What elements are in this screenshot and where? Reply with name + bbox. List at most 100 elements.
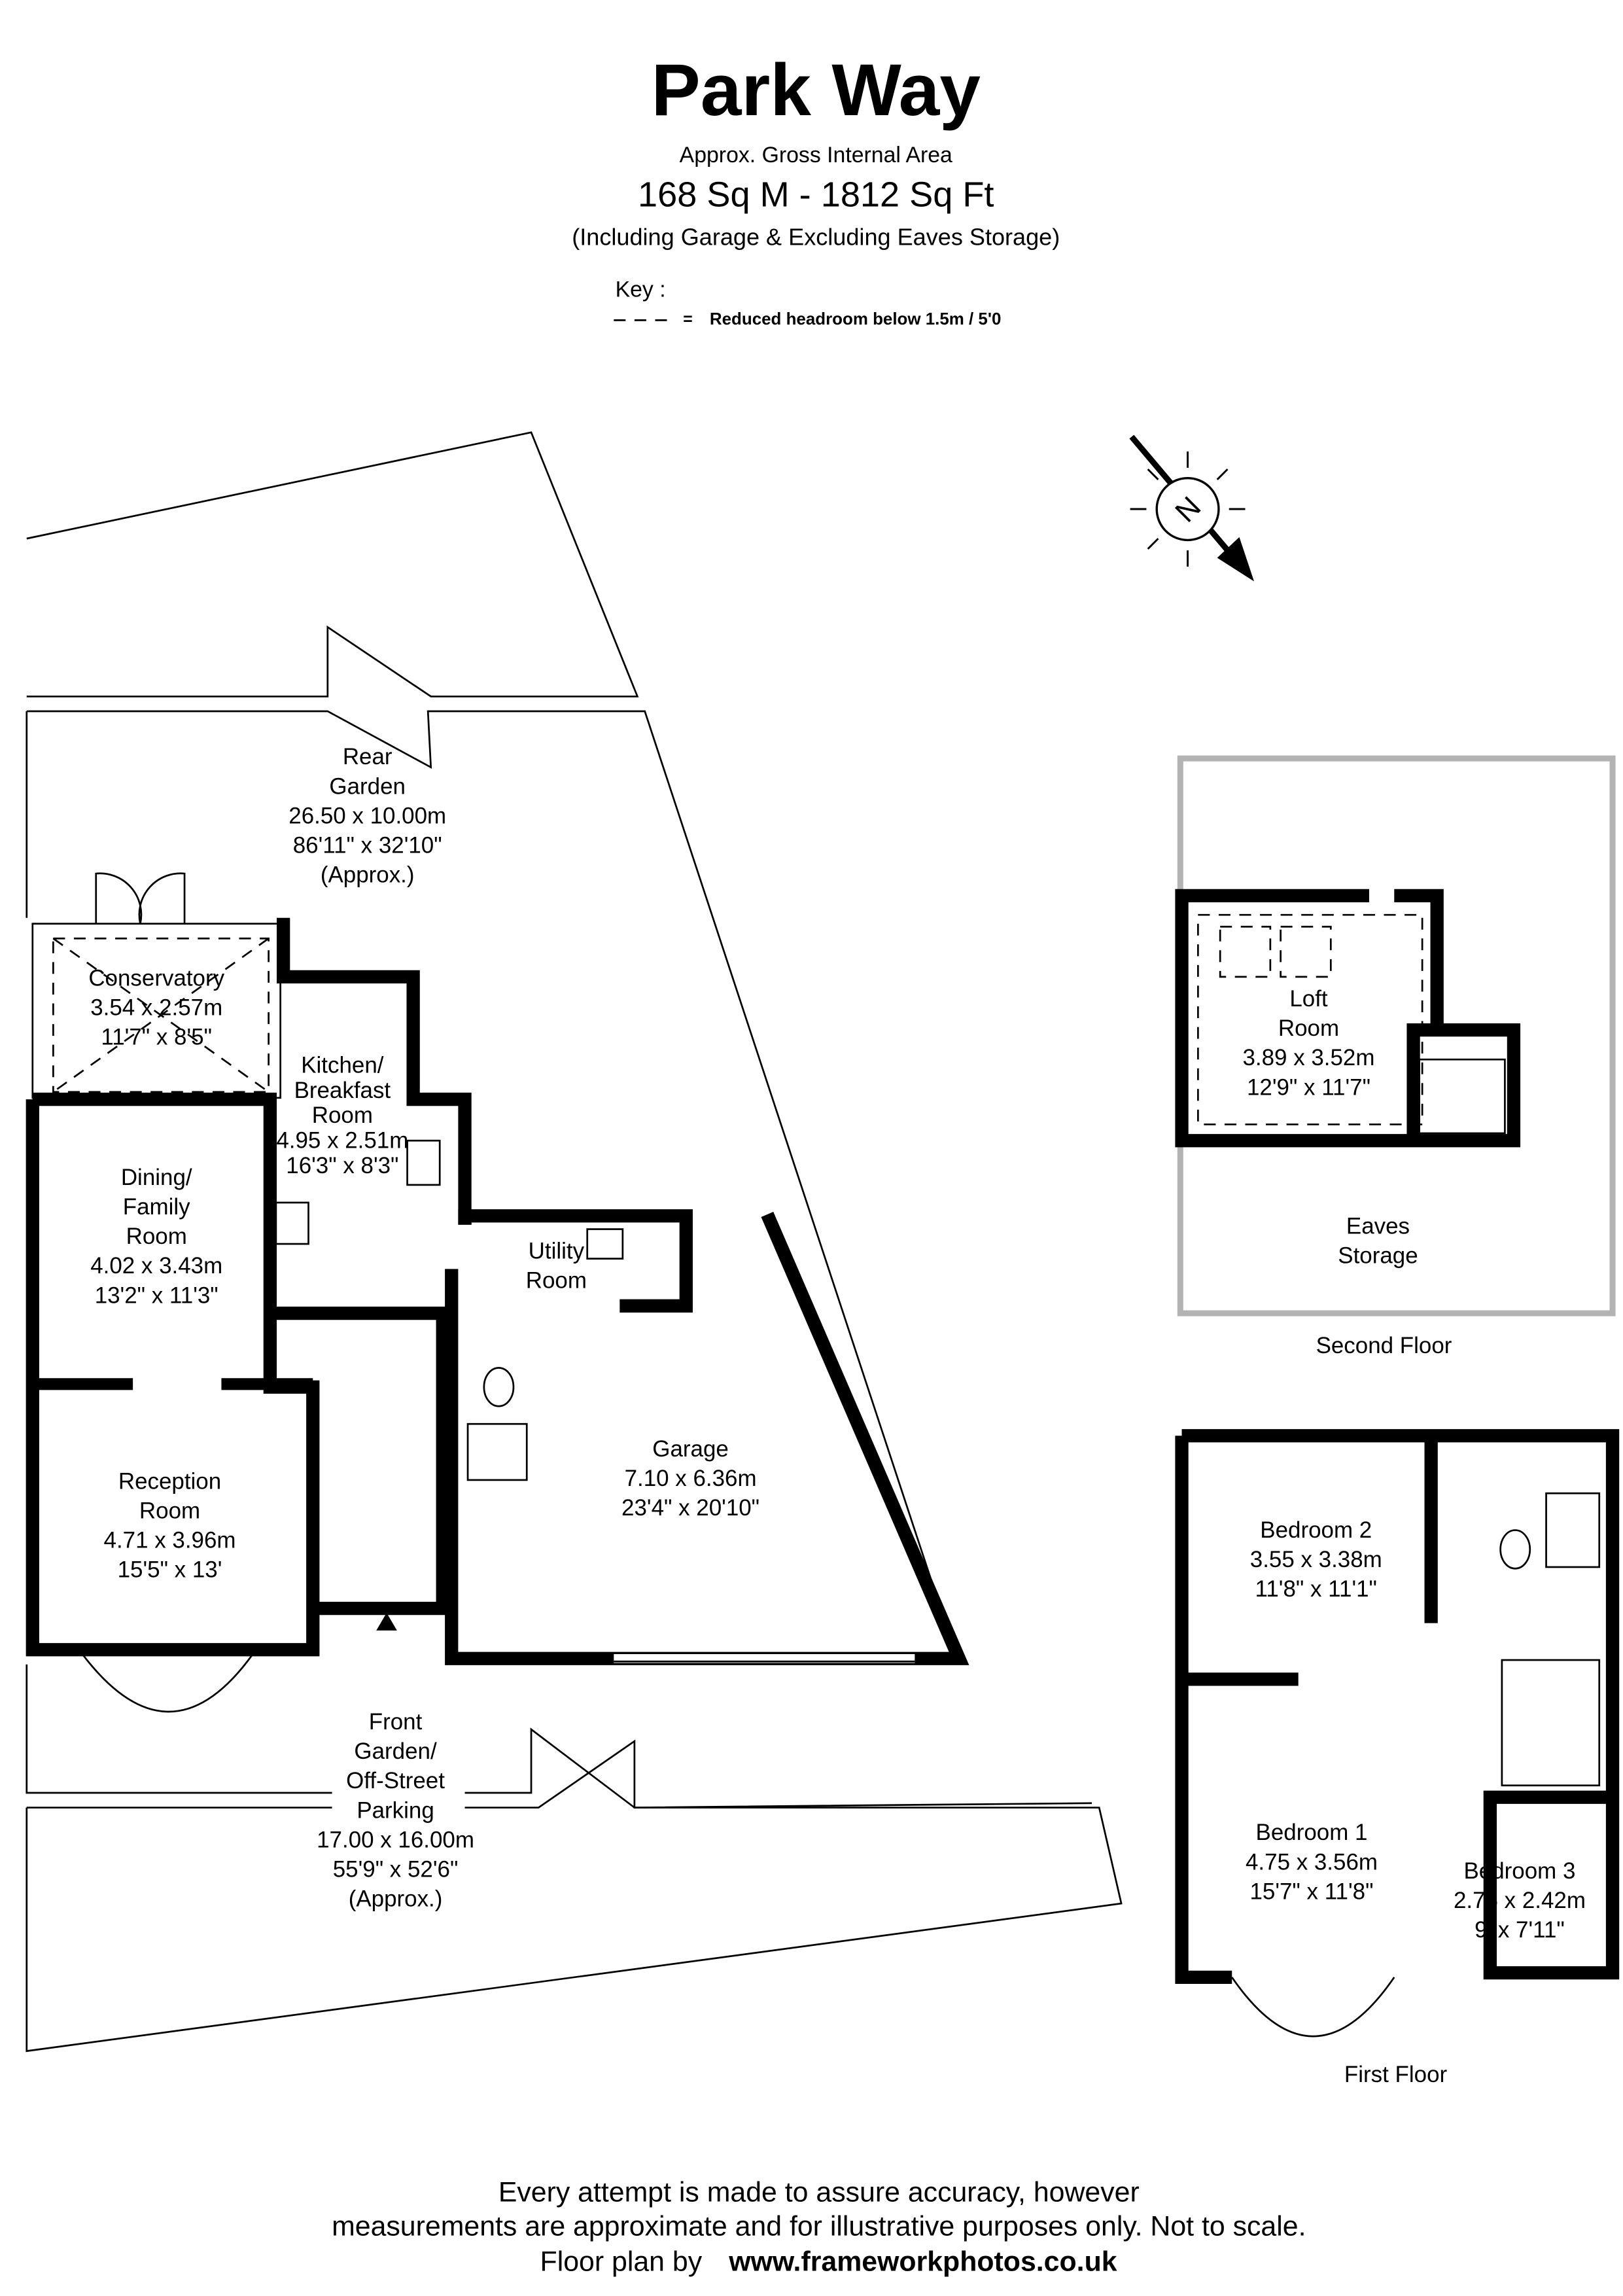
credit-prefix: Floor plan by [540, 2246, 703, 2278]
second-floor-title: Second Floor [1316, 1333, 1452, 1358]
skylight-icon [1280, 925, 1332, 978]
svg-text:86'11" x 32'10": 86'11" x 32'10" [293, 832, 442, 858]
reception-bay-window [80, 1651, 255, 1713]
hob-icon [275, 1201, 309, 1245]
key-equals: = [683, 311, 692, 328]
first-floor: Bedroom 2 3.55 x 3.38m 11'8" x 11'1" Bed… [1175, 1429, 1620, 2087]
svg-text:Front: Front [369, 1709, 423, 1735]
compass-rays [1130, 451, 1246, 567]
svg-text:4.95 x 2.51m: 4.95 x 2.51m [276, 1128, 408, 1154]
second-floor: Loft Room 3.89 x 3.52m 12'9" x 11'7" Eav… [1175, 755, 1616, 1358]
svg-text:55'9" x 52'6": 55'9" x 52'6" [333, 1857, 459, 1882]
key-label: Key : [616, 277, 666, 302]
bedroom2-label: Bedroom 2 [1260, 1517, 1372, 1543]
utility-sink-icon [586, 1228, 624, 1260]
staircase [1501, 1659, 1601, 1787]
area-subtitle: Approx. Gross Internal Area [680, 143, 952, 168]
conservatory-reduced-headroom [52, 937, 270, 1093]
page-title: Park Way [652, 48, 981, 131]
first-floor-outer-wall-left [1175, 1436, 1232, 1985]
eaves-label: Eaves [1346, 1213, 1410, 1239]
svg-text:Family: Family [123, 1194, 190, 1220]
loft-dimensions: 12'9" x 11'7" [1247, 1074, 1370, 1100]
eaves-label: Storage [1338, 1243, 1418, 1268]
svg-text:4.02 x 3.43m: 4.02 x 3.43m [90, 1253, 222, 1279]
ground-floor-walls [26, 872, 969, 1713]
loft-stairs [1418, 1058, 1506, 1135]
toilet-icon [1499, 1529, 1531, 1570]
toilet-icon [483, 1367, 515, 1407]
header: Park Way Approx. Gross Internal Area 168… [572, 48, 1060, 328]
kitchen-wall [277, 917, 472, 1225]
svg-text:Garage: Garage [652, 1436, 729, 1462]
svg-text:Room: Room [312, 1103, 373, 1128]
svg-text:Dining/: Dining/ [121, 1165, 192, 1190]
area-value: 168 Sq M - 1812 Sq Ft [638, 175, 994, 215]
rear-garden-upper-boundary [26, 431, 639, 698]
key-item: Reduced headroom below 1.5m / 5'0 [710, 310, 1002, 328]
svg-text:4.71 x 3.96m: 4.71 x 3.96m [104, 1528, 236, 1553]
loft-dimensions: 3.89 x 3.52m [1242, 1045, 1374, 1070]
reception-room-label: Reception Room 4.71 x 3.96m 15'5" x 13' [104, 1468, 236, 1582]
svg-text:Reception: Reception [118, 1468, 221, 1494]
sink-icon [406, 1139, 441, 1186]
compass-arrow-icon [1217, 537, 1255, 582]
shower-icon [1545, 1492, 1601, 1568]
disclaimer-line2: measurements are approximate and for ill… [332, 2211, 1306, 2242]
loft-label: Room [1278, 1016, 1339, 1041]
bedroom1-label: Bedroom 1 [1256, 1820, 1368, 1845]
utility-room-label: Utility Room [526, 1239, 587, 1294]
svg-text:15'5" x 13': 15'5" x 13' [118, 1557, 222, 1583]
svg-text:Conservatory: Conservatory [88, 965, 224, 991]
svg-text:13'2" x 11'3": 13'2" x 11'3" [95, 1282, 218, 1308]
svg-text:(Approx.): (Approx.) [349, 1886, 443, 1912]
dining-room-label: Dining/ Family Room 4.02 x 3.43m 13'2" x… [90, 1165, 222, 1308]
plot-boundaries [26, 431, 1123, 2053]
entrance-arrow-icon [376, 1612, 397, 1631]
svg-text:Utility: Utility [529, 1239, 585, 1264]
svg-text:Breakfast: Breakfast [294, 1078, 391, 1103]
svg-text:16'3" x 8'3": 16'3" x 8'3" [286, 1153, 398, 1178]
first-floor-title: First Floor [1344, 2062, 1448, 2087]
svg-text:26.50 x 10.00m: 26.50 x 10.00m [288, 803, 446, 828]
loft-wall-right [1394, 889, 1444, 1031]
svg-text:Off-Street: Off-Street [346, 1768, 445, 1793]
ground-floor-labels: Rear Garden 26.50 x 10.00m 86'11" x 32'1… [88, 744, 759, 1911]
svg-text:Garden/: Garden/ [354, 1739, 437, 1764]
bedroom1-dimensions: 4.75 x 3.56m [1246, 1849, 1378, 1875]
area-note: (Including Garage & Excluding Eaves Stor… [572, 223, 1060, 250]
first-floor-outer-wall [1181, 1429, 1620, 1980]
svg-text:17.00 x 16.00m: 17.00 x 16.00m [317, 1827, 474, 1852]
bedroom2-dimensions: 11'8" x 11'1" [1255, 1576, 1377, 1602]
bedroom3-dimensions: 9' x 7'11" [1475, 1917, 1565, 1943]
hallway-wall [270, 1306, 449, 1616]
svg-text:Parking: Parking [357, 1797, 434, 1823]
svg-text:(Approx.): (Approx.) [321, 862, 415, 888]
svg-text:Kitchen/: Kitchen/ [301, 1052, 384, 1078]
svg-text:Rear: Rear [343, 744, 393, 769]
loft-reduced-headroom [1196, 913, 1423, 1125]
kitchen-label: Kitchen/ Breakfast Room 4.95 x 2.51m 16'… [276, 1052, 408, 1178]
conservatory-french-doors [95, 872, 186, 925]
rear-garden-label: Rear Garden 26.50 x 10.00m 86'11" x 32'1… [288, 744, 446, 887]
conservatory-label: Conservatory 3.54 x 2.57m 11'7" x 8'5" [88, 965, 224, 1050]
credit-link[interactable]: www.frameworkphotos.co.uk [728, 2246, 1117, 2278]
front-garden-upper-boundary [26, 1664, 1092, 1809]
garage-label: Garage 7.10 x 6.36m 23'4" x 20'10" [621, 1436, 759, 1521]
svg-text:Garden: Garden [329, 773, 406, 799]
bedroom3-dimensions: 2.75 x 2.42m [1454, 1888, 1586, 1913]
svg-text:Room: Room [126, 1224, 187, 1249]
front-garden-label: Front Garden/ Off-Street Parking 17.00 x… [317, 1709, 474, 1912]
bedroom1-dimensions: 15'7" x 11'8" [1249, 1879, 1373, 1904]
compass: N [1129, 434, 1255, 582]
bedroom3-label: Bedroom 3 [1464, 1858, 1576, 1884]
disclaimer-line1: Every attempt is made to assure accuracy… [498, 2177, 1140, 2208]
svg-text:3.54 x 2.57m: 3.54 x 2.57m [90, 995, 222, 1021]
svg-text:Room: Room [526, 1268, 587, 1294]
svg-text:Room: Room [139, 1498, 200, 1524]
svg-text:7.10 x 6.36m: 7.10 x 6.36m [625, 1466, 757, 1491]
bedroom2-dimensions: 3.55 x 3.38m [1250, 1547, 1382, 1572]
svg-text:23'4" x 20'10": 23'4" x 20'10" [621, 1495, 759, 1521]
shower-icon [466, 1422, 528, 1481]
